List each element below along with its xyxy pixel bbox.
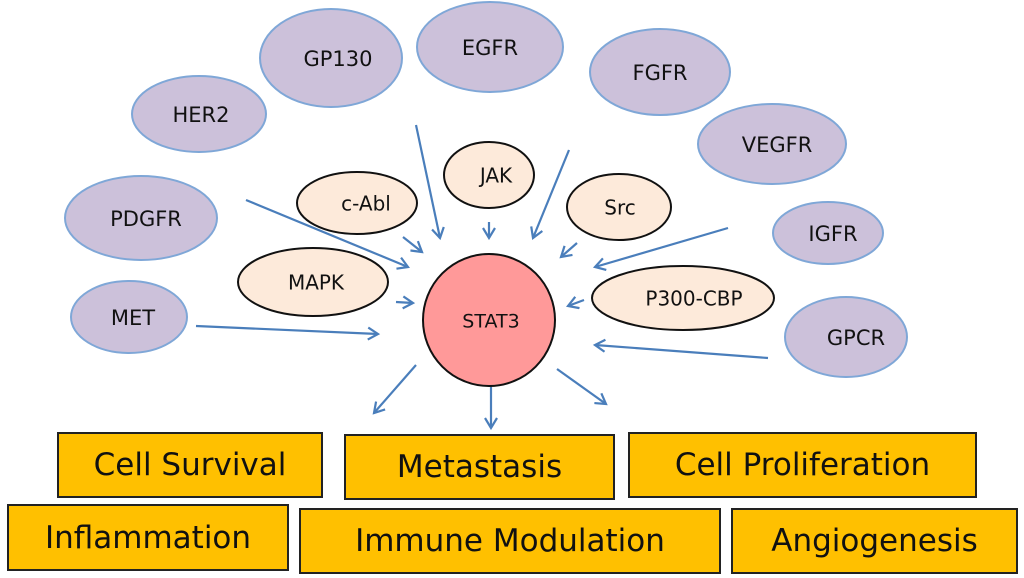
kinases: JAK c-Abl Src MAPK P300-CBP [237, 141, 775, 331]
receptor-label: IGFR [808, 222, 857, 246]
arrow-cabl-to-stat3 [402, 236, 424, 254]
arrow-fgfr-to-stat3 [530, 149, 571, 240]
arrow-p300-to-stat3 [565, 296, 585, 310]
kinase-src[interactable]: Src [566, 173, 672, 241]
arrow-stat3-out-right [556, 368, 608, 406]
arrow-gpcr-to-stat3 [592, 338, 769, 360]
receptor-label: EGFR [462, 36, 518, 60]
receptor-met[interactable]: MET [70, 280, 188, 354]
stat3-label: STAT3 [462, 311, 519, 333]
outcome-label: Cell Survival [93, 447, 287, 483]
receptor-label: PDGFR [110, 207, 182, 231]
arrow-pdgfr-to-stat3 [245, 198, 410, 270]
receptor-igfr[interactable]: IGFR [772, 201, 884, 265]
stat3-node[interactable]: STAT3 [422, 253, 556, 387]
outcome-cell-proliferation[interactable]: Cell Proliferation [628, 432, 977, 498]
kinase-mapk[interactable]: MAPK [237, 247, 389, 317]
receptor-label: GP130 [303, 47, 372, 71]
receptor-label: GPCR [827, 326, 885, 350]
outcome-immune-modulation[interactable]: Immune Modulation [299, 508, 721, 574]
receptor-label: HER2 [172, 103, 229, 127]
output-arrows [372, 364, 608, 431]
receptor-gp130[interactable]: GP130 [259, 8, 403, 108]
receptor-vegfr[interactable]: VEGFR [697, 103, 847, 185]
arrow-mapk-to-stat3 [395, 295, 416, 310]
receptor-fgfr[interactable]: FGFR [589, 28, 731, 116]
receptor-label: FGFR [632, 61, 687, 85]
kinase-jak[interactable]: JAK [443, 141, 535, 209]
outcome-label: Metastasis [396, 449, 563, 485]
outcome-cell-survival[interactable]: Cell Survival [57, 432, 323, 498]
receptors: GP130 EGFR HER2 FGFR VEGFR PDGFR IGFR M [64, 1, 908, 378]
receptor-pdgfr[interactable]: PDGFR [64, 175, 218, 261]
receptor-label: VEGFR [742, 133, 813, 157]
receptor-egfr[interactable]: EGFR [416, 1, 564, 93]
outcome-label: Immune Modulation [355, 523, 665, 559]
outcome-label: Inflammation [44, 519, 252, 556]
input-arrows [195, 124, 769, 360]
kinase-c-abl[interactable]: c-Abl [296, 171, 418, 235]
arrow-her2-to-stat3 [414, 124, 445, 241]
kinase-label: JAK [478, 164, 513, 188]
outcome-angiogenesis[interactable]: Angiogenesis [731, 508, 1018, 574]
outcome-label: Angiogenesis [771, 523, 978, 559]
kinase-label: P300-CBP [645, 287, 742, 311]
outcome-inflammation[interactable]: Inflammation [7, 504, 289, 571]
outcome-label: Cell Proliferation [674, 447, 931, 483]
outcome-metastasis[interactable]: Metastasis [344, 434, 615, 500]
kinase-label: Src [604, 196, 635, 220]
arrow-stat3-out-left [372, 364, 417, 415]
kinase-p300-cbp[interactable]: P300-CBP [591, 265, 775, 331]
receptor-gpcr[interactable]: GPCR [784, 296, 908, 378]
arrow-met-to-stat3 [195, 324, 381, 341]
arrow-igfr-to-stat3 [592, 226, 729, 272]
receptor-her2[interactable]: HER2 [131, 75, 267, 153]
kinase-label: c-Abl [341, 192, 391, 216]
kinase-label: MAPK [288, 271, 345, 295]
receptor-label: MET [111, 306, 155, 330]
arrow-src-to-stat3 [559, 242, 578, 259]
